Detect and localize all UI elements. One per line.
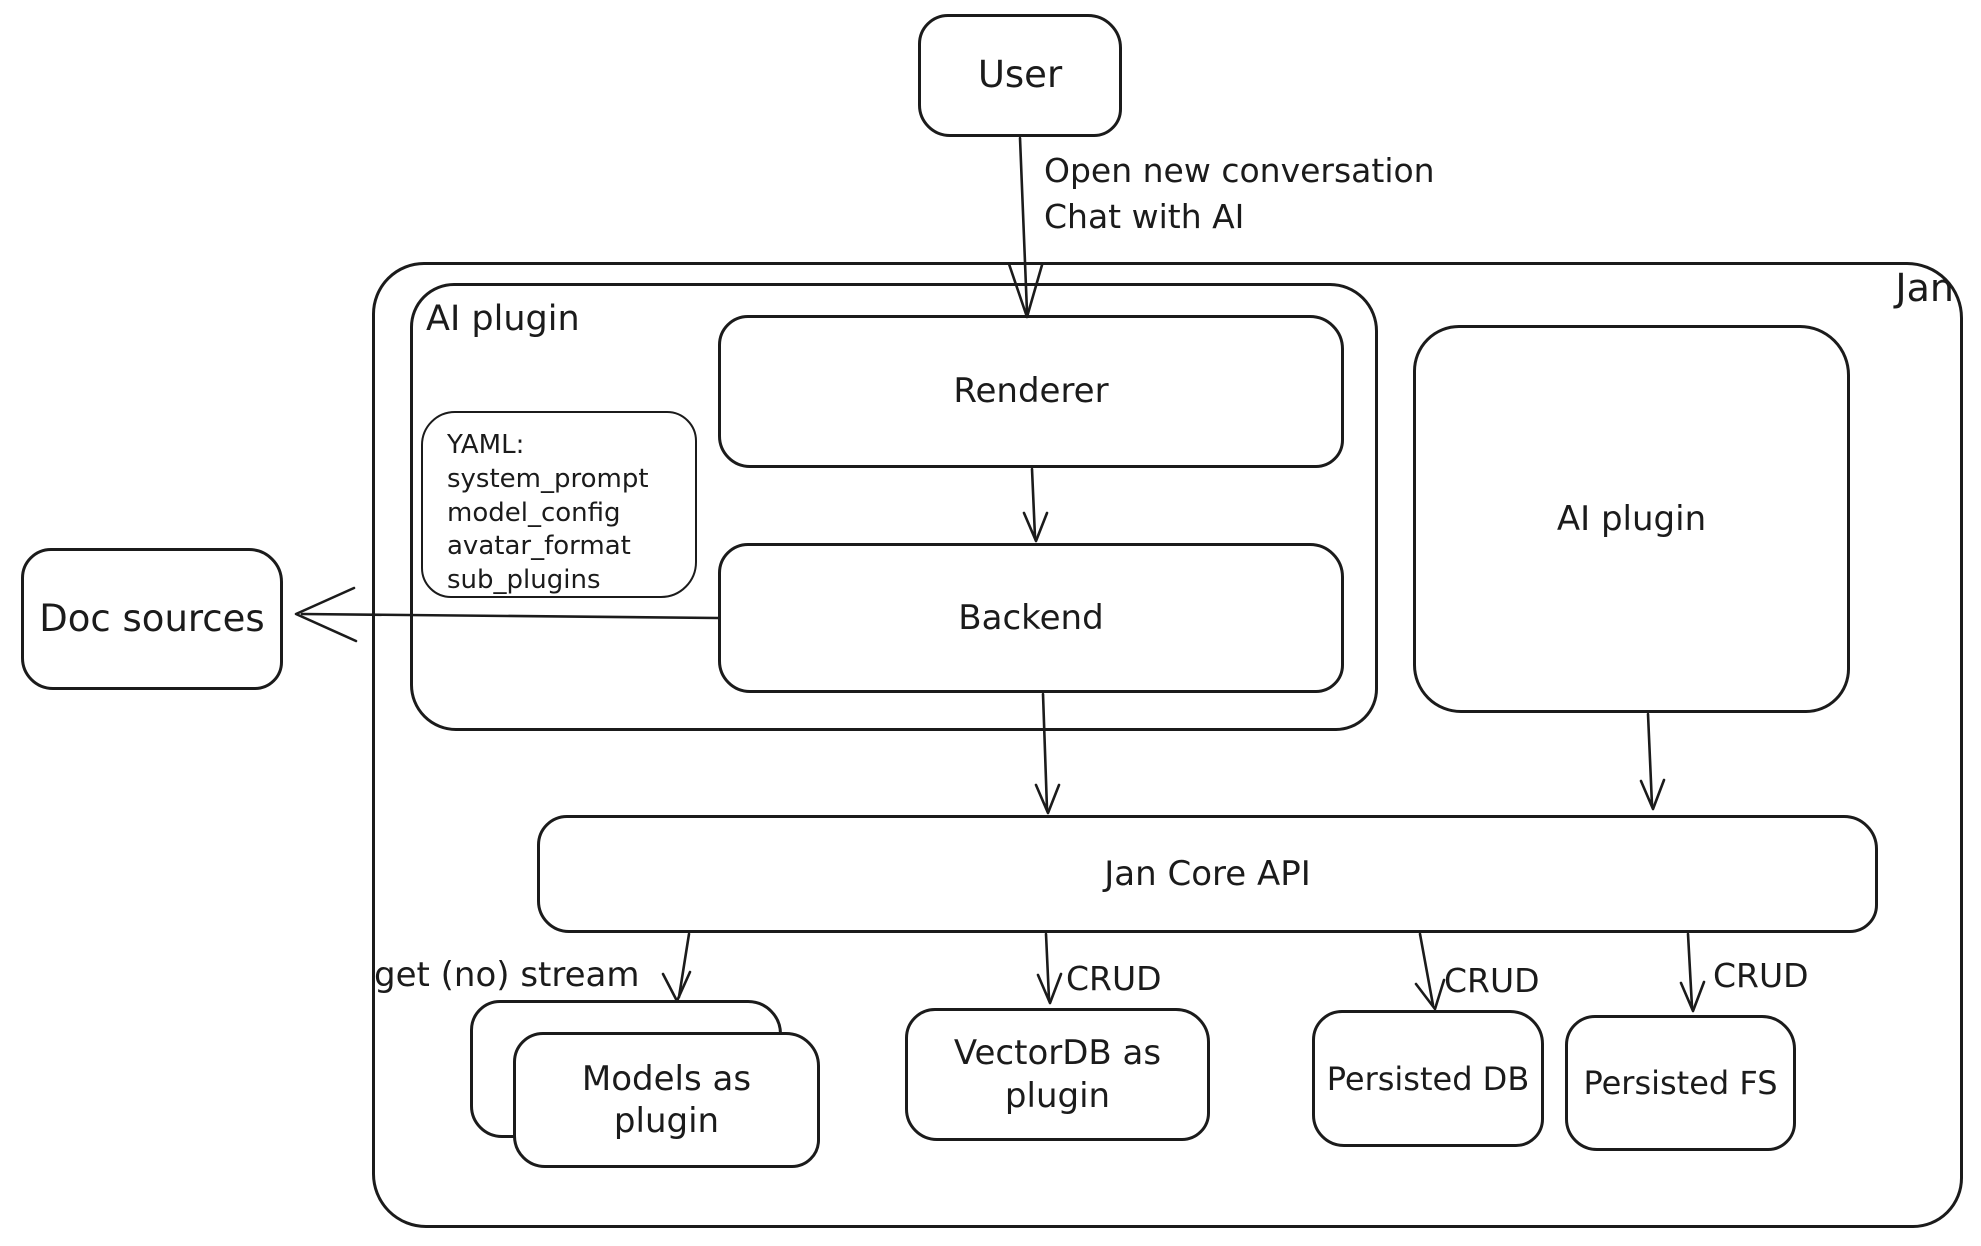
node-models-as-plugin: Models as plugin <box>513 1032 820 1168</box>
edge-label-user-to-renderer: Open new conversation Chat with AI <box>1044 151 1435 236</box>
node-vectordb-as-plugin: VectorDB as plugin <box>905 1008 1210 1141</box>
yaml-note: YAML: system_prompt model_config avatar_… <box>421 411 697 598</box>
node-persisted-db: Persisted DB <box>1312 1010 1544 1147</box>
node-user: User <box>918 14 1122 137</box>
node-persisted-fs: Persisted FS <box>1565 1015 1796 1151</box>
container-jan-label: Jan <box>1895 266 1954 310</box>
node-doc-sources: Doc sources <box>21 548 283 690</box>
edge-label-crud-persisted-fs: CRUD <box>1713 956 1809 995</box>
node-ai-plugin: AI plugin <box>1413 325 1850 713</box>
container-ai-plugin-group-label: AI plugin <box>426 299 580 339</box>
node-backend: Backend <box>718 543 1344 693</box>
edge-label-crud-vectordb: CRUD <box>1066 959 1162 998</box>
edge-label-get-no-stream: get (no) stream <box>374 955 640 995</box>
node-jan-core-api: Jan Core API <box>537 815 1878 933</box>
edge-label-crud-persisted-db: CRUD <box>1444 961 1540 1000</box>
node-renderer: Renderer <box>718 315 1344 468</box>
